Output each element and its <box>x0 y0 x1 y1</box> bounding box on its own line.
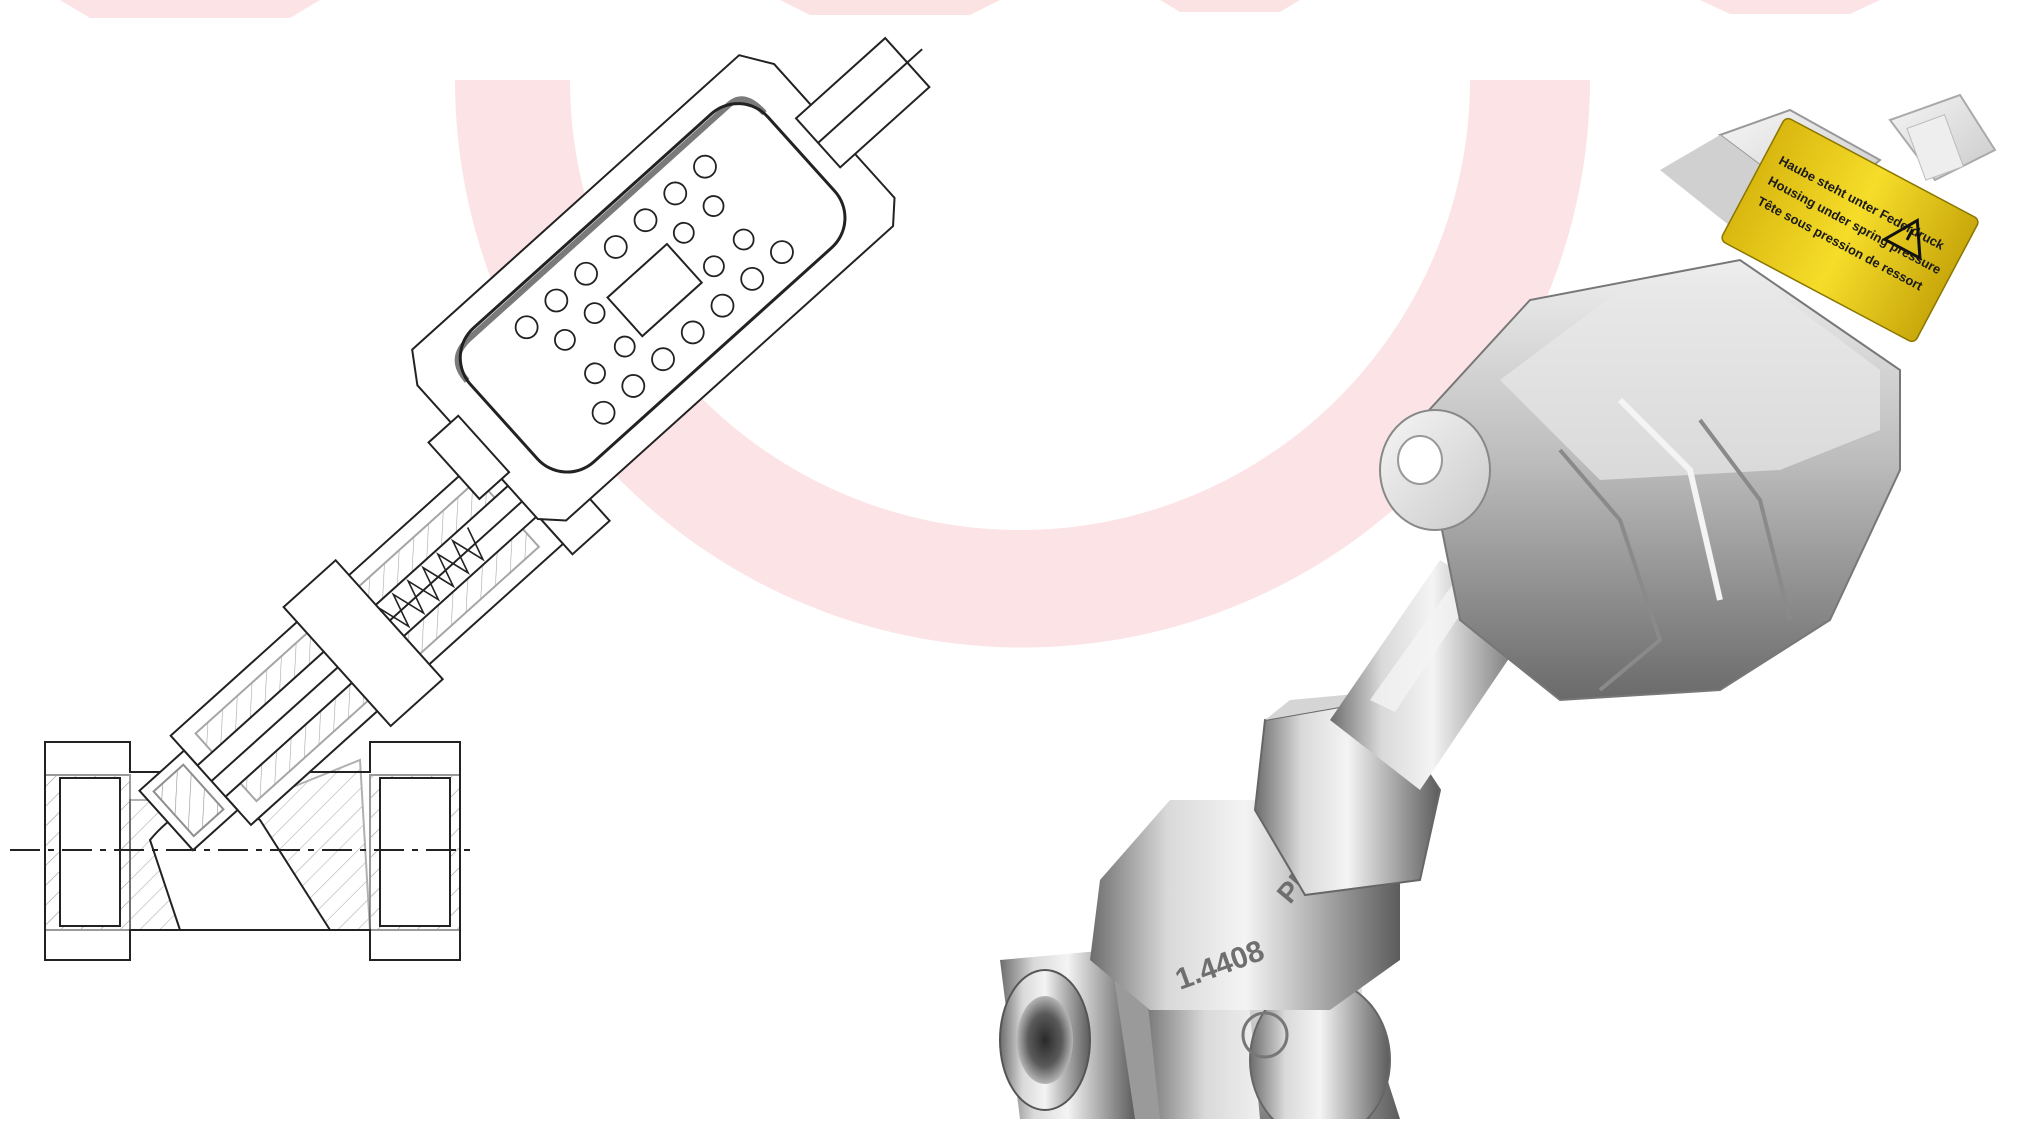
sectional-drawing <box>10 36 931 961</box>
position-indicator <box>1888 93 1997 182</box>
product-photo: 1.4408 PN25 Haube steht unter <box>999 93 1997 1124</box>
warning-label: Haube steht unter Federdruck Housing und… <box>1721 117 1979 343</box>
watermark <box>60 0 1880 648</box>
actuator-spring-coils <box>514 154 794 425</box>
actuator-section <box>411 36 931 522</box>
warning-triangle-icon <box>1881 218 1922 261</box>
